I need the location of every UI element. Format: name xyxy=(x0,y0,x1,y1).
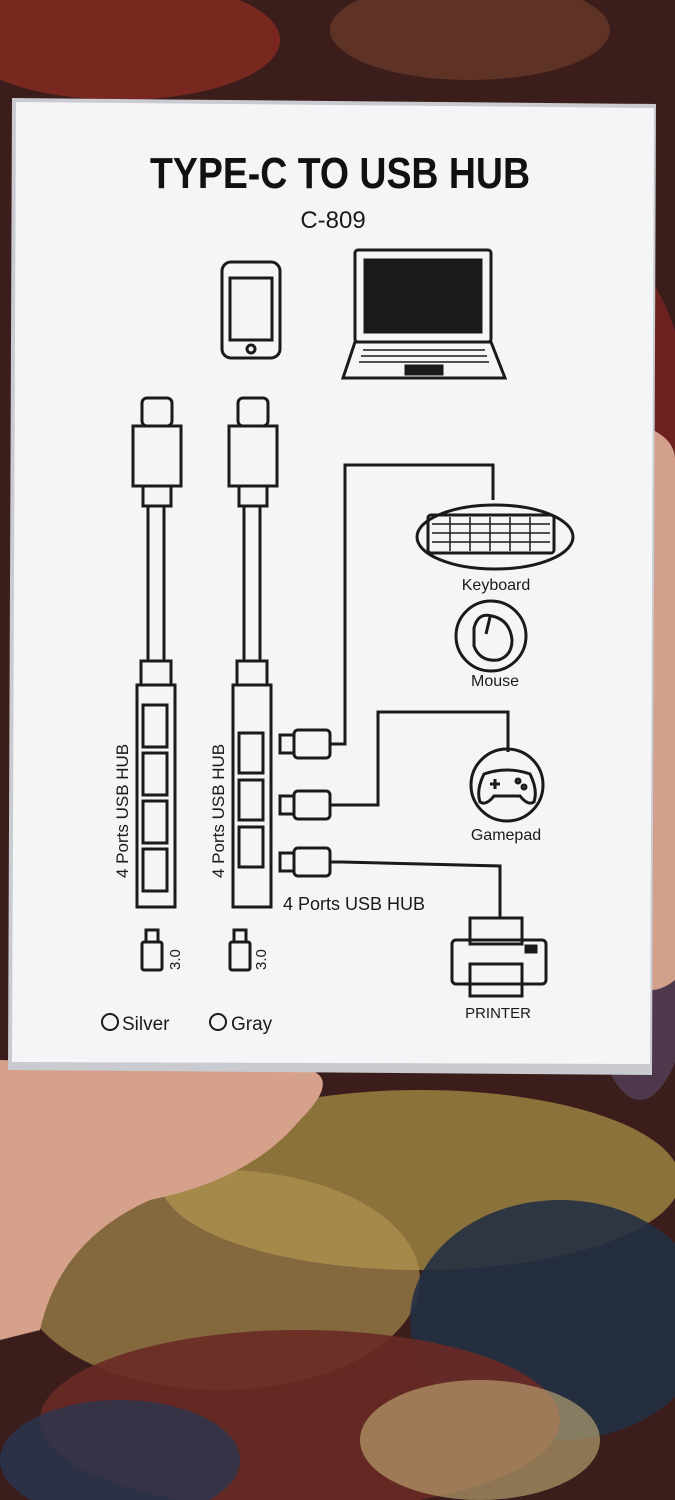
gamepad-icon xyxy=(469,747,545,823)
usb-drive-icon xyxy=(140,928,252,972)
color-option-gray: Gray xyxy=(209,1013,273,1035)
box-title: TYPE-C TO USB HUB xyxy=(150,149,530,198)
color-option-silver: Silver xyxy=(101,1013,170,1035)
device-label-keyboard: Keyboard xyxy=(462,577,531,594)
connection-lines xyxy=(341,463,510,918)
phone-icon xyxy=(220,260,282,360)
printer-icon xyxy=(450,916,548,998)
usb-c-connector-icon xyxy=(227,396,279,909)
product-box xyxy=(8,98,656,1075)
hub-label-left: 4 Ports USB HUB xyxy=(113,744,132,878)
device-label-gamepad: Gamepad xyxy=(471,827,541,844)
gray-option-circle-icon xyxy=(209,1013,227,1031)
device-label-printer: PRINTER xyxy=(465,1005,531,1022)
hub-label-bottom: 4 Ports USB HUB xyxy=(283,894,425,914)
model-number: C-809 xyxy=(300,207,365,234)
usb-version-right: 3.0 xyxy=(253,949,270,970)
usb-a-connector-icon xyxy=(278,728,342,878)
color-option-silver-label: Silver xyxy=(122,1014,170,1035)
mouse-icon xyxy=(454,599,528,673)
usb-version-left: 3.0 xyxy=(167,949,184,970)
device-label-mouse: Mouse xyxy=(471,673,519,690)
usb-c-connector-icon xyxy=(131,396,183,909)
silver-option-circle-icon xyxy=(101,1013,119,1031)
color-option-gray-label: Gray xyxy=(231,1014,273,1035)
keyboard-icon xyxy=(415,503,575,571)
laptop-icon xyxy=(340,248,508,380)
hub-label-right: 4 Ports USB HUB xyxy=(209,744,228,878)
